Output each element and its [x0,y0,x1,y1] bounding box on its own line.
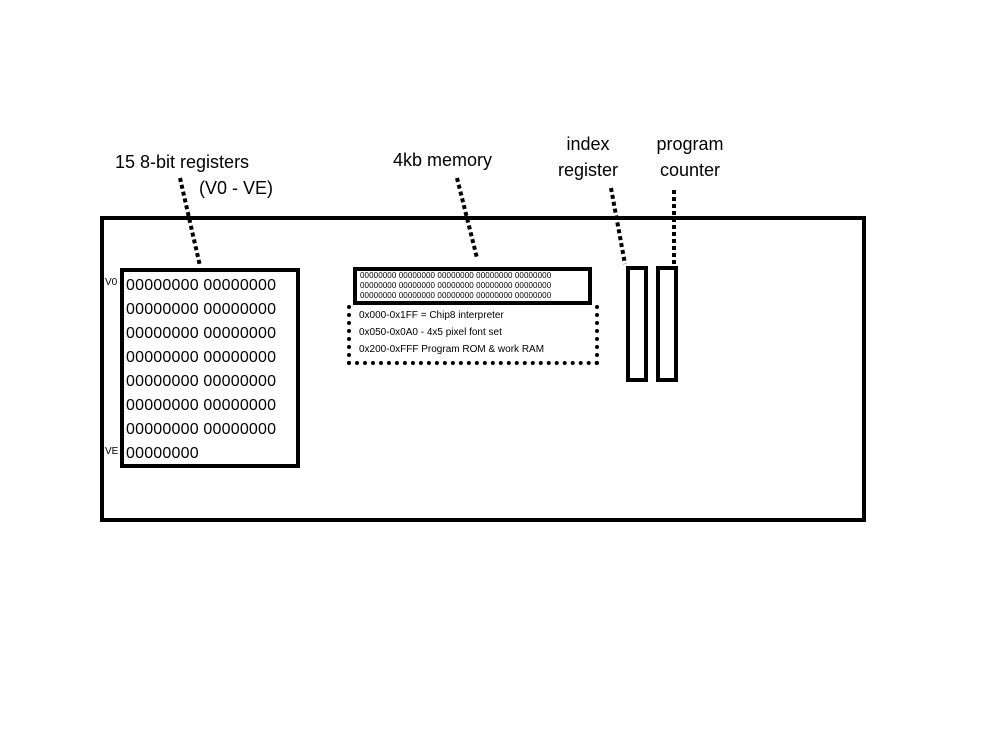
memory-box: 00000000 00000000 00000000 00000000 0000… [353,267,592,305]
register-row: 00000000 00000000 [126,421,277,438]
memory-row: 00000000 00000000 00000000 00000000 0000… [360,291,552,300]
cpu-outline [100,216,866,522]
register-label-ve: VE [105,446,119,457]
register-label-v0: V0 [105,277,118,288]
memory-title: 4kb memory [393,150,493,170]
memory-map-entry: 0x000-0x1FF = Chip8 interpreter [359,310,504,321]
register-row: 00000000 00000000 [126,301,277,318]
registers-title: 15 8-bit registers [115,152,250,172]
register-row: 00000000 00000000 [126,397,277,414]
memory-row: 00000000 00000000 00000000 00000000 0000… [360,281,552,290]
registers-box: 00000000 00000000 00000000 00000000 0000… [120,268,300,468]
registers-subtitle: (V0 - VE) [199,178,274,198]
pc-title-line1: program [656,134,724,154]
index-connector [609,187,627,265]
pc-title-line2: counter [659,160,721,180]
index-register-title: index register [548,131,628,183]
register-row: 00000000 [126,445,199,462]
memory-row: 00000000 00000000 00000000 00000000 0000… [360,271,552,280]
registers-connector [178,177,202,267]
register-row: 00000000 00000000 [126,373,277,390]
register-row: 00000000 00000000 [126,349,277,366]
memory-map-entry: 0x200-0xFFF Program ROM & work RAM [359,344,545,355]
index-title-line1: index [566,134,610,154]
memory-map-box: 0x000-0x1FF = Chip8 interpreter 0x050-0x… [347,305,599,365]
register-row: 00000000 00000000 [126,277,277,294]
index-title-line2: register [557,160,619,180]
program-counter-title: program counter [645,131,735,183]
program-counter-box [656,266,678,382]
memory-map-entry: 0x050-0x0A0 - 4x5 pixel font set [359,327,502,338]
register-row: 00000000 00000000 [126,325,277,342]
index-register-box [626,266,648,382]
